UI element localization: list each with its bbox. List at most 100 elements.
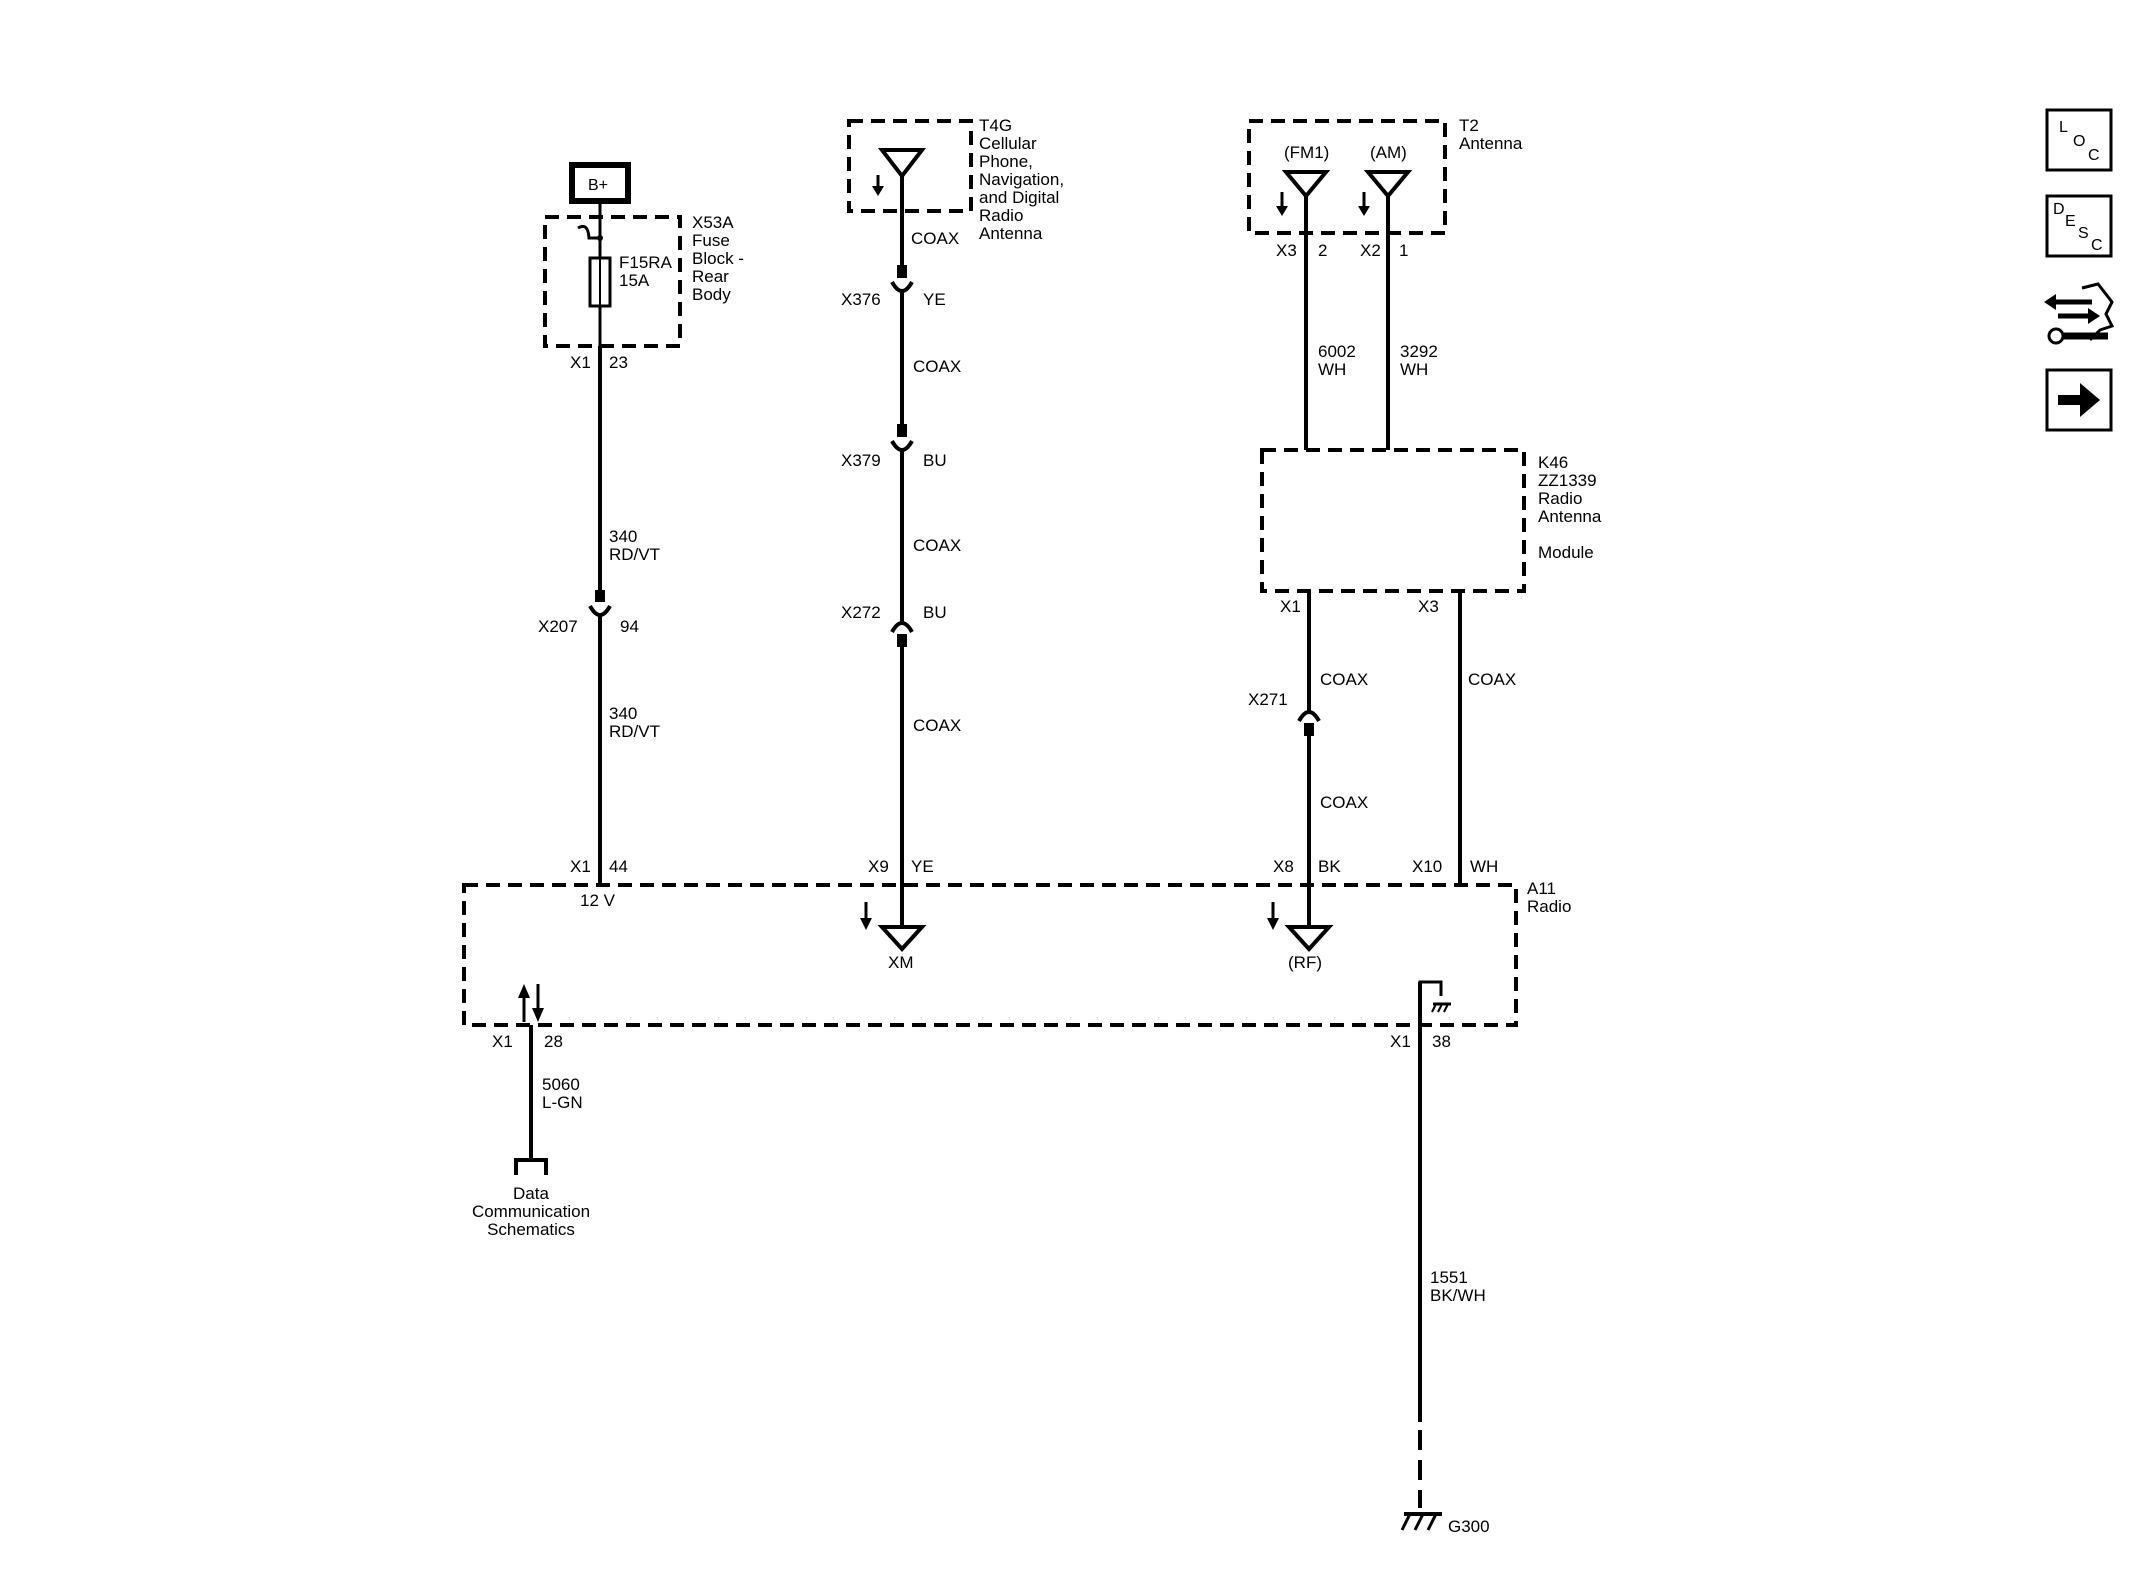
k46-coax-label-2: COAX — [1320, 793, 1368, 812]
fuse-block-connector: X1 — [570, 353, 591, 372]
k46-name-2: Radio — [1538, 489, 1582, 508]
wire-340-color-top: RD/VT — [609, 545, 660, 564]
xm-antenna-symbol — [860, 902, 927, 952]
k46-id: K46 — [1538, 453, 1568, 472]
t4g-name-1: Cellular — [979, 134, 1037, 153]
fuse-block-pin: 23 — [609, 353, 628, 372]
fuse-rating: 15A — [619, 271, 650, 290]
k46-name-4: Module — [1538, 543, 1594, 562]
k46-module-box — [1260, 448, 1526, 593]
inline-connector-x272 — [890, 621, 914, 647]
a11-radio-box — [462, 883, 1518, 1027]
data-comm-line-2[interactable]: Communication — [472, 1202, 590, 1221]
rf-antenna-symbol — [1267, 902, 1334, 952]
a11-rf-label: (RF) — [1288, 953, 1322, 972]
loc-button[interactable] — [2045, 108, 2113, 172]
k46-left-connector: X1 — [1280, 597, 1301, 616]
t4g-name-4: and Digital — [979, 188, 1059, 207]
a11-rf-connector: X8 — [1273, 857, 1294, 876]
fuse-block-name-4: Body — [692, 285, 731, 304]
a11-power-connector: X1 — [570, 857, 591, 876]
k46-coax-label-3: COAX — [1468, 670, 1516, 689]
inline-connector-x207 — [588, 590, 612, 617]
x379-id: X379 — [841, 451, 881, 470]
wire-3292-color: WH — [1400, 360, 1428, 379]
am-antenna-symbol — [1358, 170, 1413, 216]
x379-color: BU — [923, 451, 947, 470]
t4g-name-6: Antenna — [979, 224, 1043, 243]
fuse-block-x53a — [543, 215, 682, 348]
fuse-block-name-3: Rear — [692, 267, 729, 286]
x272-color: BU — [923, 603, 947, 622]
x271-id: X271 — [1248, 690, 1288, 709]
a11-rf-color: BK — [1318, 857, 1341, 876]
t4g-coax-label: COAX — [911, 229, 959, 248]
t2-fm-connector: X3 — [1276, 241, 1297, 260]
k46-name-3: Antenna — [1538, 507, 1602, 526]
t4g-name-3: Navigation, — [979, 170, 1064, 189]
loc-letter-l: L — [2059, 119, 2068, 136]
inline-connector-x271 — [1297, 710, 1321, 736]
loc-letter-c: C — [2088, 147, 2100, 164]
t4g-name-2: Phone, — [979, 152, 1033, 171]
inline-connector-x376 — [890, 265, 914, 293]
t4g-id: T4G — [979, 116, 1012, 135]
a11-xm-connector: X9 — [868, 857, 889, 876]
loc-letter-o: O — [2073, 133, 2085, 150]
a11-data-connector: X1 — [492, 1032, 513, 1051]
coax-label-2: COAX — [913, 357, 961, 376]
fuse-block-name-1: Fuse — [692, 231, 730, 250]
a11-x10-color: WH — [1470, 857, 1498, 876]
wire-5060-circuit: 5060 — [542, 1075, 580, 1094]
t2-am-pin: 1 — [1399, 241, 1408, 260]
next-arrow-button[interactable] — [2045, 368, 2113, 432]
desc-letter-s: S — [2078, 225, 2089, 242]
x207-id: X207 — [538, 617, 578, 636]
a11-x10-connector: X10 — [1412, 857, 1442, 876]
internal-ground-symbol — [1418, 980, 1451, 1013]
fuse-id: F15RA — [619, 253, 673, 272]
t4g-antenna-symbol — [872, 148, 927, 196]
wire-1551-color: BK/WH — [1430, 1286, 1486, 1305]
a11-id: A11 — [1527, 879, 1556, 898]
fuse-block-id: X53A — [692, 213, 734, 232]
fuse-block-name-2: Block - — [692, 249, 744, 268]
a11-xm-label: XM — [888, 953, 914, 972]
fm1-label: (FM1) — [1284, 143, 1329, 162]
wire-1551-circuit: 1551 — [1430, 1268, 1468, 1287]
ground-g300-id: G300 — [1448, 1517, 1490, 1536]
wire-6002-circuit: 6002 — [1318, 342, 1356, 361]
wire-5060-color: L-GN — [542, 1093, 583, 1112]
a11-data-pin: 28 — [544, 1032, 563, 1051]
x207-pin: 94 — [620, 617, 639, 636]
a11-name: Radio — [1527, 897, 1571, 916]
coax-label-4: COAX — [913, 716, 961, 735]
fm1-antenna-symbol — [1276, 170, 1331, 216]
desc-letter-c: C — [2091, 237, 2103, 254]
data-comm-line-1[interactable]: Data — [513, 1184, 549, 1203]
diagnostic-repair-icon[interactable] — [2044, 282, 2115, 345]
t2-name: Antenna — [1459, 134, 1523, 153]
desc-letter-e: E — [2065, 213, 2076, 230]
ground-g300-symbol — [1400, 1512, 1442, 1531]
t4g-antenna-box — [847, 119, 973, 213]
wire-340-circuit-top: 340 — [609, 527, 637, 546]
data-comm-line-3[interactable]: Schematics — [487, 1220, 575, 1239]
x272-id: X272 — [841, 603, 881, 622]
t2-antenna-box — [1247, 119, 1447, 235]
x376-id: X376 — [841, 290, 881, 309]
am-label: (AM) — [1370, 143, 1407, 162]
wire-3292-circuit: 3292 — [1400, 342, 1438, 361]
desc-button[interactable] — [2045, 194, 2113, 258]
t2-am-connector: X2 — [1360, 241, 1381, 260]
inline-connector-x379 — [890, 424, 914, 452]
t4g-name-5: Radio — [979, 206, 1023, 225]
coax-label-3: COAX — [913, 536, 961, 555]
x376-color: YE — [923, 290, 946, 309]
t2-id: T2 — [1459, 116, 1479, 135]
battery-label: B+ — [588, 177, 608, 194]
k46-right-connector: X3 — [1418, 597, 1439, 616]
wire-340-circuit-bottom: 340 — [609, 704, 637, 723]
desc-letter-d: D — [2053, 201, 2065, 218]
t2-fm-pin: 2 — [1318, 241, 1327, 260]
